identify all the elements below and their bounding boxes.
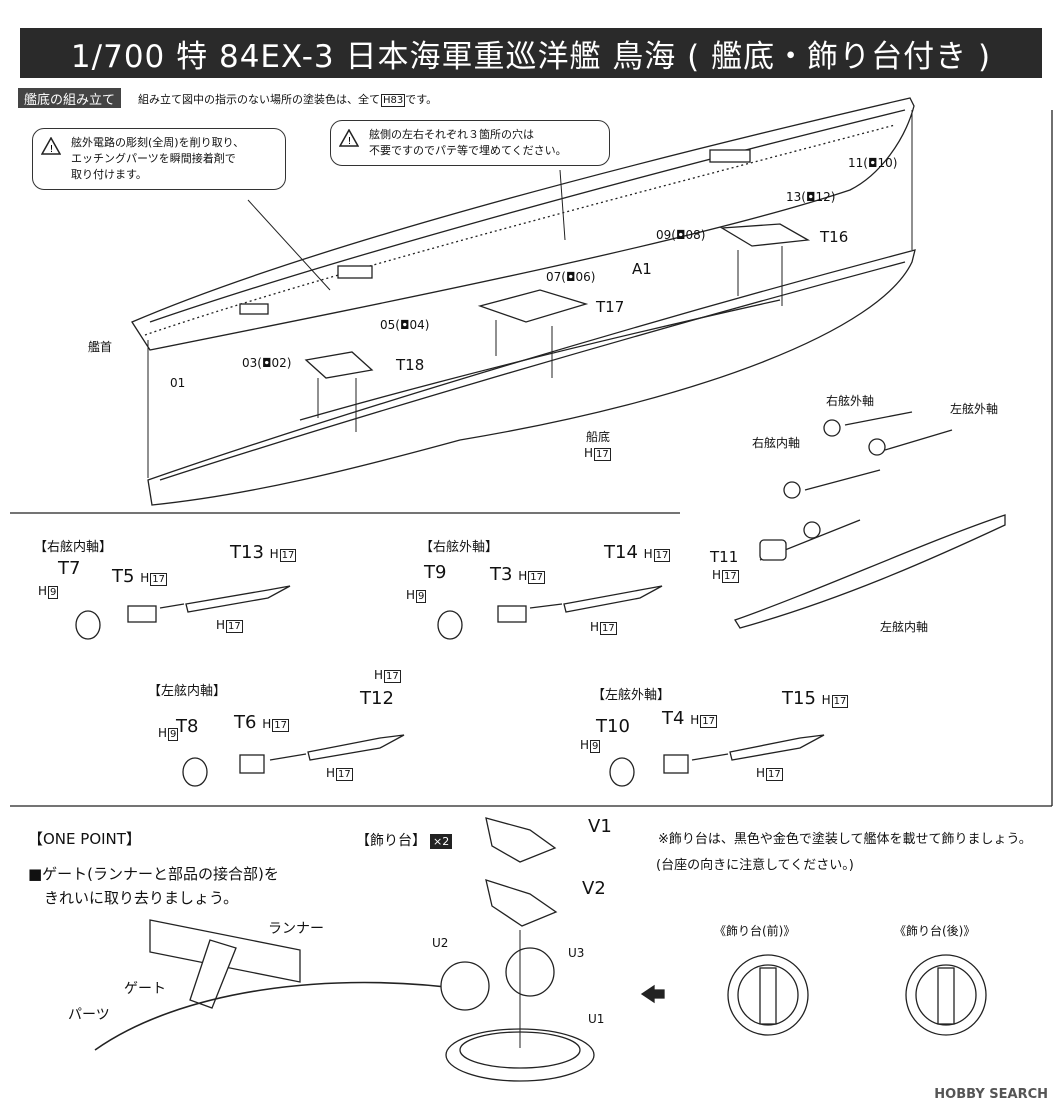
label-right-outer: 右舷外軸 <box>826 394 875 408</box>
stand-note-2: (台座の向きに注意してください。) <box>656 858 854 873</box>
callout-holes: ! 舷側の左右それぞれ３箇所の穴は 不要ですのでパテ等で埋めてください。 <box>330 120 610 166</box>
part-label-11: 11(◘10) <box>848 156 898 170</box>
label-right-inner: 右舷内軸 <box>752 436 801 450</box>
part-label-t9: T9 <box>424 562 447 583</box>
part-label-v1: V1 <box>588 816 612 837</box>
bottom-label: 船底 <box>586 430 611 444</box>
svg-text:!: ! <box>50 144 54 155</box>
etch-icon: ◘ <box>399 318 410 332</box>
part-label-t16: T16 <box>820 228 849 246</box>
onepoint-line1: ■ゲート(ランナーと部品の接合部)を <box>28 865 279 883</box>
direction-arrow-icon <box>640 984 665 1004</box>
stand-rear-view <box>905 954 987 1036</box>
shaft-group-left-inner <box>182 734 405 787</box>
etch-icon: ◘ <box>867 156 878 170</box>
part-label-13: 13(◘12) <box>786 190 836 204</box>
part-label-t11: T11 <box>710 548 739 566</box>
section-label: 艦底の組み立て <box>18 88 122 108</box>
part-label-03: 03(◘02) <box>242 356 292 370</box>
onepoint-line2: きれいに取り去りましょう。 <box>44 889 239 907</box>
onepoint-title: 【ONE POINT】 <box>28 830 141 848</box>
part-label-t8: T8 <box>176 716 199 737</box>
gate-label: ゲート <box>124 981 166 997</box>
part-label-u2: U2 <box>432 936 449 950</box>
page-title: 1/700 特 84EX-3 日本海軍重巡洋艦 鳥海 ( 艦底・飾り台付き ) <box>20 28 1042 78</box>
part-label-a1: A1 <box>632 260 652 278</box>
stand-front-label: 《飾り台(前)》 <box>714 924 796 938</box>
label-left-inner: 左舷内軸 <box>880 620 929 634</box>
svg-text:!: ! <box>348 136 352 147</box>
shaft-group-right-outer <box>437 585 663 640</box>
etch-icon: ◘ <box>261 356 272 370</box>
part-label-t18: T18 <box>396 356 425 374</box>
etch-icon: ◘ <box>805 190 816 204</box>
group-title-left-outer: 【左舷外軸】 <box>592 688 671 703</box>
stand-note-1: ※飾り台は、黒色や金色で塗装して艦体を載せて飾りましょう。 <box>658 832 1032 847</box>
group-title-left-inner: 【左舷内軸】 <box>148 684 227 699</box>
stand-rear-label: 《飾り台(後)》 <box>894 924 976 938</box>
bow-label: 艦首 <box>88 340 113 354</box>
group-title-right-inner: 【右舷内軸】 <box>34 540 113 555</box>
part-label-u1: U1 <box>588 1012 605 1026</box>
part-label-01: 01 <box>170 376 186 390</box>
warning-icon: ! <box>41 137 61 155</box>
stand-title: 【飾り台】×2 <box>356 830 453 850</box>
part-label-t10: T10 <box>596 716 630 737</box>
part-label: パーツ <box>68 1007 110 1023</box>
shaft-group-right-inner <box>75 585 291 640</box>
part-label-09: 09(◘08) <box>656 228 706 242</box>
stand-front-view <box>727 954 809 1036</box>
deck-part-t18 <box>304 351 374 379</box>
callout-etching: ! 舷外電路の彫刻(全周)を削り取り、 エッチングパーツを瞬間接着剤で 取り付け… <box>32 128 286 190</box>
etch-icon: ◘ <box>675 228 686 242</box>
etch-icon: ◘ <box>565 270 576 284</box>
part-label-t7: T7 <box>58 558 81 579</box>
part-label-07: 07(◘06) <box>546 270 596 284</box>
part-label-u3: U3 <box>568 946 585 960</box>
shaft-group-left-outer <box>609 734 825 787</box>
group-title-right-outer: 【右舷外軸】 <box>420 540 499 555</box>
runner-label: ランナー <box>268 921 324 937</box>
stern-view <box>734 411 1006 629</box>
watermark: HOBBY SEARCH <box>934 1087 1048 1102</box>
part-label-t17: T17 <box>596 298 625 316</box>
deck-part-t17 <box>477 289 589 323</box>
deck-part-t16 <box>719 223 811 247</box>
part-label-05: 05(◘04) <box>380 318 430 332</box>
lower-hull <box>147 249 916 506</box>
stand-exploded <box>440 817 595 1082</box>
runner-gate-diagram <box>94 919 471 1051</box>
warning-icon: ! <box>339 129 359 147</box>
part-label-v2: V2 <box>582 878 606 899</box>
label-left-outer: 左舷外軸 <box>950 402 999 416</box>
part-label-t12: T12 <box>360 688 394 709</box>
